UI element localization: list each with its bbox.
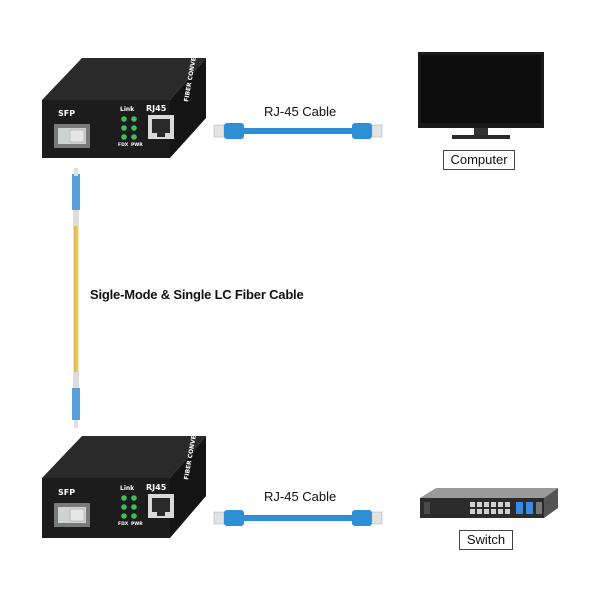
bottom-rj45-label: RJ45 (146, 483, 167, 492)
top-cable-label: RJ-45 Cable (264, 104, 337, 119)
top-rj45-label: RJ45 (146, 104, 167, 113)
bottom-sfp-label: SFP (58, 488, 75, 497)
top-sfp-label: SFP (58, 109, 75, 118)
top-sfp-port (54, 124, 90, 148)
bottom-pwr-label: PWR (131, 521, 143, 527)
top-status-leds (121, 116, 137, 140)
bottom-link-label: Link (120, 485, 135, 492)
top-link-label: Link (120, 106, 135, 113)
bottom-sfp-port (54, 503, 90, 527)
top-fdx-label: FDX (118, 142, 129, 148)
bottom-media-converter: FIBER CONVERTER SFP Link FDX PWR RJ45 (42, 418, 206, 538)
fiber-cable-label: Sigle-Mode & Single LC Fiber Cable (90, 287, 304, 302)
top-media-converter: FIBER CONVERTER SFP Link FDX PWR RJ45 (42, 40, 206, 158)
computer-monitor (418, 52, 544, 139)
computer-label: Computer (443, 150, 515, 170)
fiber-cable (72, 168, 80, 428)
bottom-fdx-label: FDX (118, 521, 129, 527)
bottom-status-leds (121, 495, 137, 519)
network-switch (420, 488, 558, 518)
bottom-cable-label: RJ-45 Cable (264, 489, 337, 504)
switch-label: Switch (459, 530, 513, 550)
bottom-rj45-cable (213, 510, 383, 526)
top-rj45-cable (213, 123, 383, 139)
top-rj45-port (148, 115, 174, 139)
top-pwr-label: PWR (131, 142, 143, 148)
bottom-rj45-port (148, 494, 174, 518)
